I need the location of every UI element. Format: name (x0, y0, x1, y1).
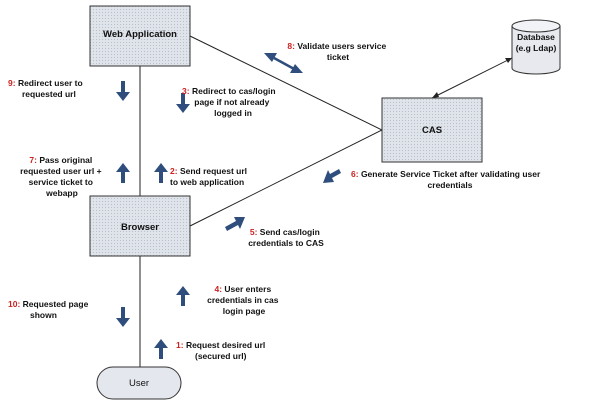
step-9-line-1: Redirect user to (18, 78, 83, 88)
step-5-arrow-diagonal (225, 217, 245, 231)
database-cylinder-top (511, 19, 561, 33)
step-4-label: 4: User enters credentials in cas login … (207, 284, 281, 316)
step-6-arrow-diagonal (323, 169, 341, 183)
step-7-number: 7 (29, 155, 34, 165)
step-3-line-1: Redirect to cas/login (192, 86, 276, 96)
step-1-line-2: (secured url) (195, 351, 247, 361)
step-8-line-1: Validate users service (297, 41, 386, 51)
browser-rect (89, 195, 191, 257)
step-3-arrow-down (176, 93, 190, 113)
cas-box: CAS (381, 97, 483, 163)
step-4-line-3: login page (223, 306, 266, 316)
step-7-line-1: Pass original (39, 155, 92, 165)
step-4-arrow-up (176, 286, 190, 306)
step-5-line-1: Send cas/login (260, 227, 320, 237)
step-2-line-2: to web application (170, 177, 244, 187)
cas-label: CAS (422, 125, 442, 136)
line-webapp-cas (189, 35, 383, 131)
step-5-number: 5 (250, 227, 255, 237)
line-cas-database (431, 57, 513, 99)
step-8-line-2: ticket (327, 52, 349, 62)
step-1-arrow-up (154, 339, 168, 359)
cas-rect (381, 97, 483, 163)
step-3-line-2: page if not already (194, 97, 269, 107)
step-6-label: 6: Generate Service Ticket after validat… (351, 169, 543, 190)
step-labels: 1: Request desired url (secured url) 2: … (8, 41, 543, 361)
user-label: User (129, 378, 149, 389)
step-10-number: 10 (8, 299, 18, 309)
step-4-line-1: User enters (224, 284, 271, 294)
browser-box: Browser (89, 195, 191, 257)
step-2-number: 2 (170, 166, 175, 176)
step-9-line-2: requested url (22, 89, 76, 99)
step-6-line-2: credentials (428, 180, 473, 190)
web-application-box: Web Application (89, 5, 191, 67)
step-1-number: 1 (176, 340, 181, 350)
step-10-line-2: shown (30, 310, 57, 320)
step-2-arrow-up (154, 163, 168, 183)
database-cylinder-body (511, 26, 561, 75)
step-7-line-3: service ticket to (29, 177, 93, 187)
step-8-label: 8: Validate users service ticket (287, 41, 388, 62)
step-10-label: 10: Requested page shown (8, 299, 91, 320)
database-label-line2: (e.g Ldap) (516, 43, 557, 53)
web-application-label: Web Application (103, 29, 177, 40)
step-10-line-1: Requested page (23, 299, 89, 309)
web-application-rect (89, 5, 191, 67)
db-arrowhead-cas-end (432, 92, 439, 98)
step-9-arrow-down (116, 81, 130, 101)
database-node: Database (e.g Ldap) (511, 19, 561, 75)
step-3-label: 3: Redirect to cas/login page if not alr… (182, 86, 278, 118)
browser-label: Browser (121, 222, 159, 233)
step-8-number: 8 (287, 41, 292, 51)
step-1-label: 1: Request desired url (secured url) (176, 340, 268, 361)
step-6-line-1: Generate Service Ticket after validating… (361, 169, 541, 179)
user-node: User (96, 366, 182, 400)
step-2-label: 2: Send request url to web application (170, 166, 249, 187)
step-7-label: 7: Pass original requested user url + se… (20, 155, 104, 198)
line-browser-cas (189, 129, 383, 227)
user-pill (96, 366, 182, 400)
step-4-number: 4 (214, 284, 219, 294)
connector-lines (139, 35, 513, 367)
step-7-line-2: requested user url + (20, 166, 102, 176)
step-3-line-3: logged in (214, 108, 252, 118)
step-4-line-2: credentials in cas (207, 295, 279, 305)
step-3-number: 3 (182, 86, 187, 96)
step-8-double-arrow (264, 53, 303, 73)
step-1-line-1: Request desired url (186, 340, 265, 350)
step-7-line-4: webapp (45, 188, 78, 198)
step-2-line-1: Send request url (180, 166, 247, 176)
step-arrows (116, 53, 341, 359)
database-label-line1: Database (517, 32, 555, 42)
db-arrowhead-db-end (505, 58, 512, 63)
step-5-line-2: credentials to CAS (248, 238, 324, 248)
step-5-label: 5: Send cas/login credentials to CAS (248, 227, 324, 248)
step-7-arrow-up (116, 163, 130, 183)
step-6-number: 6 (351, 169, 356, 179)
step-9-number: 9 (8, 78, 13, 88)
step-9-label: 9: Redirect user to requested url (8, 78, 85, 99)
step-10-arrow-down (116, 307, 130, 327)
